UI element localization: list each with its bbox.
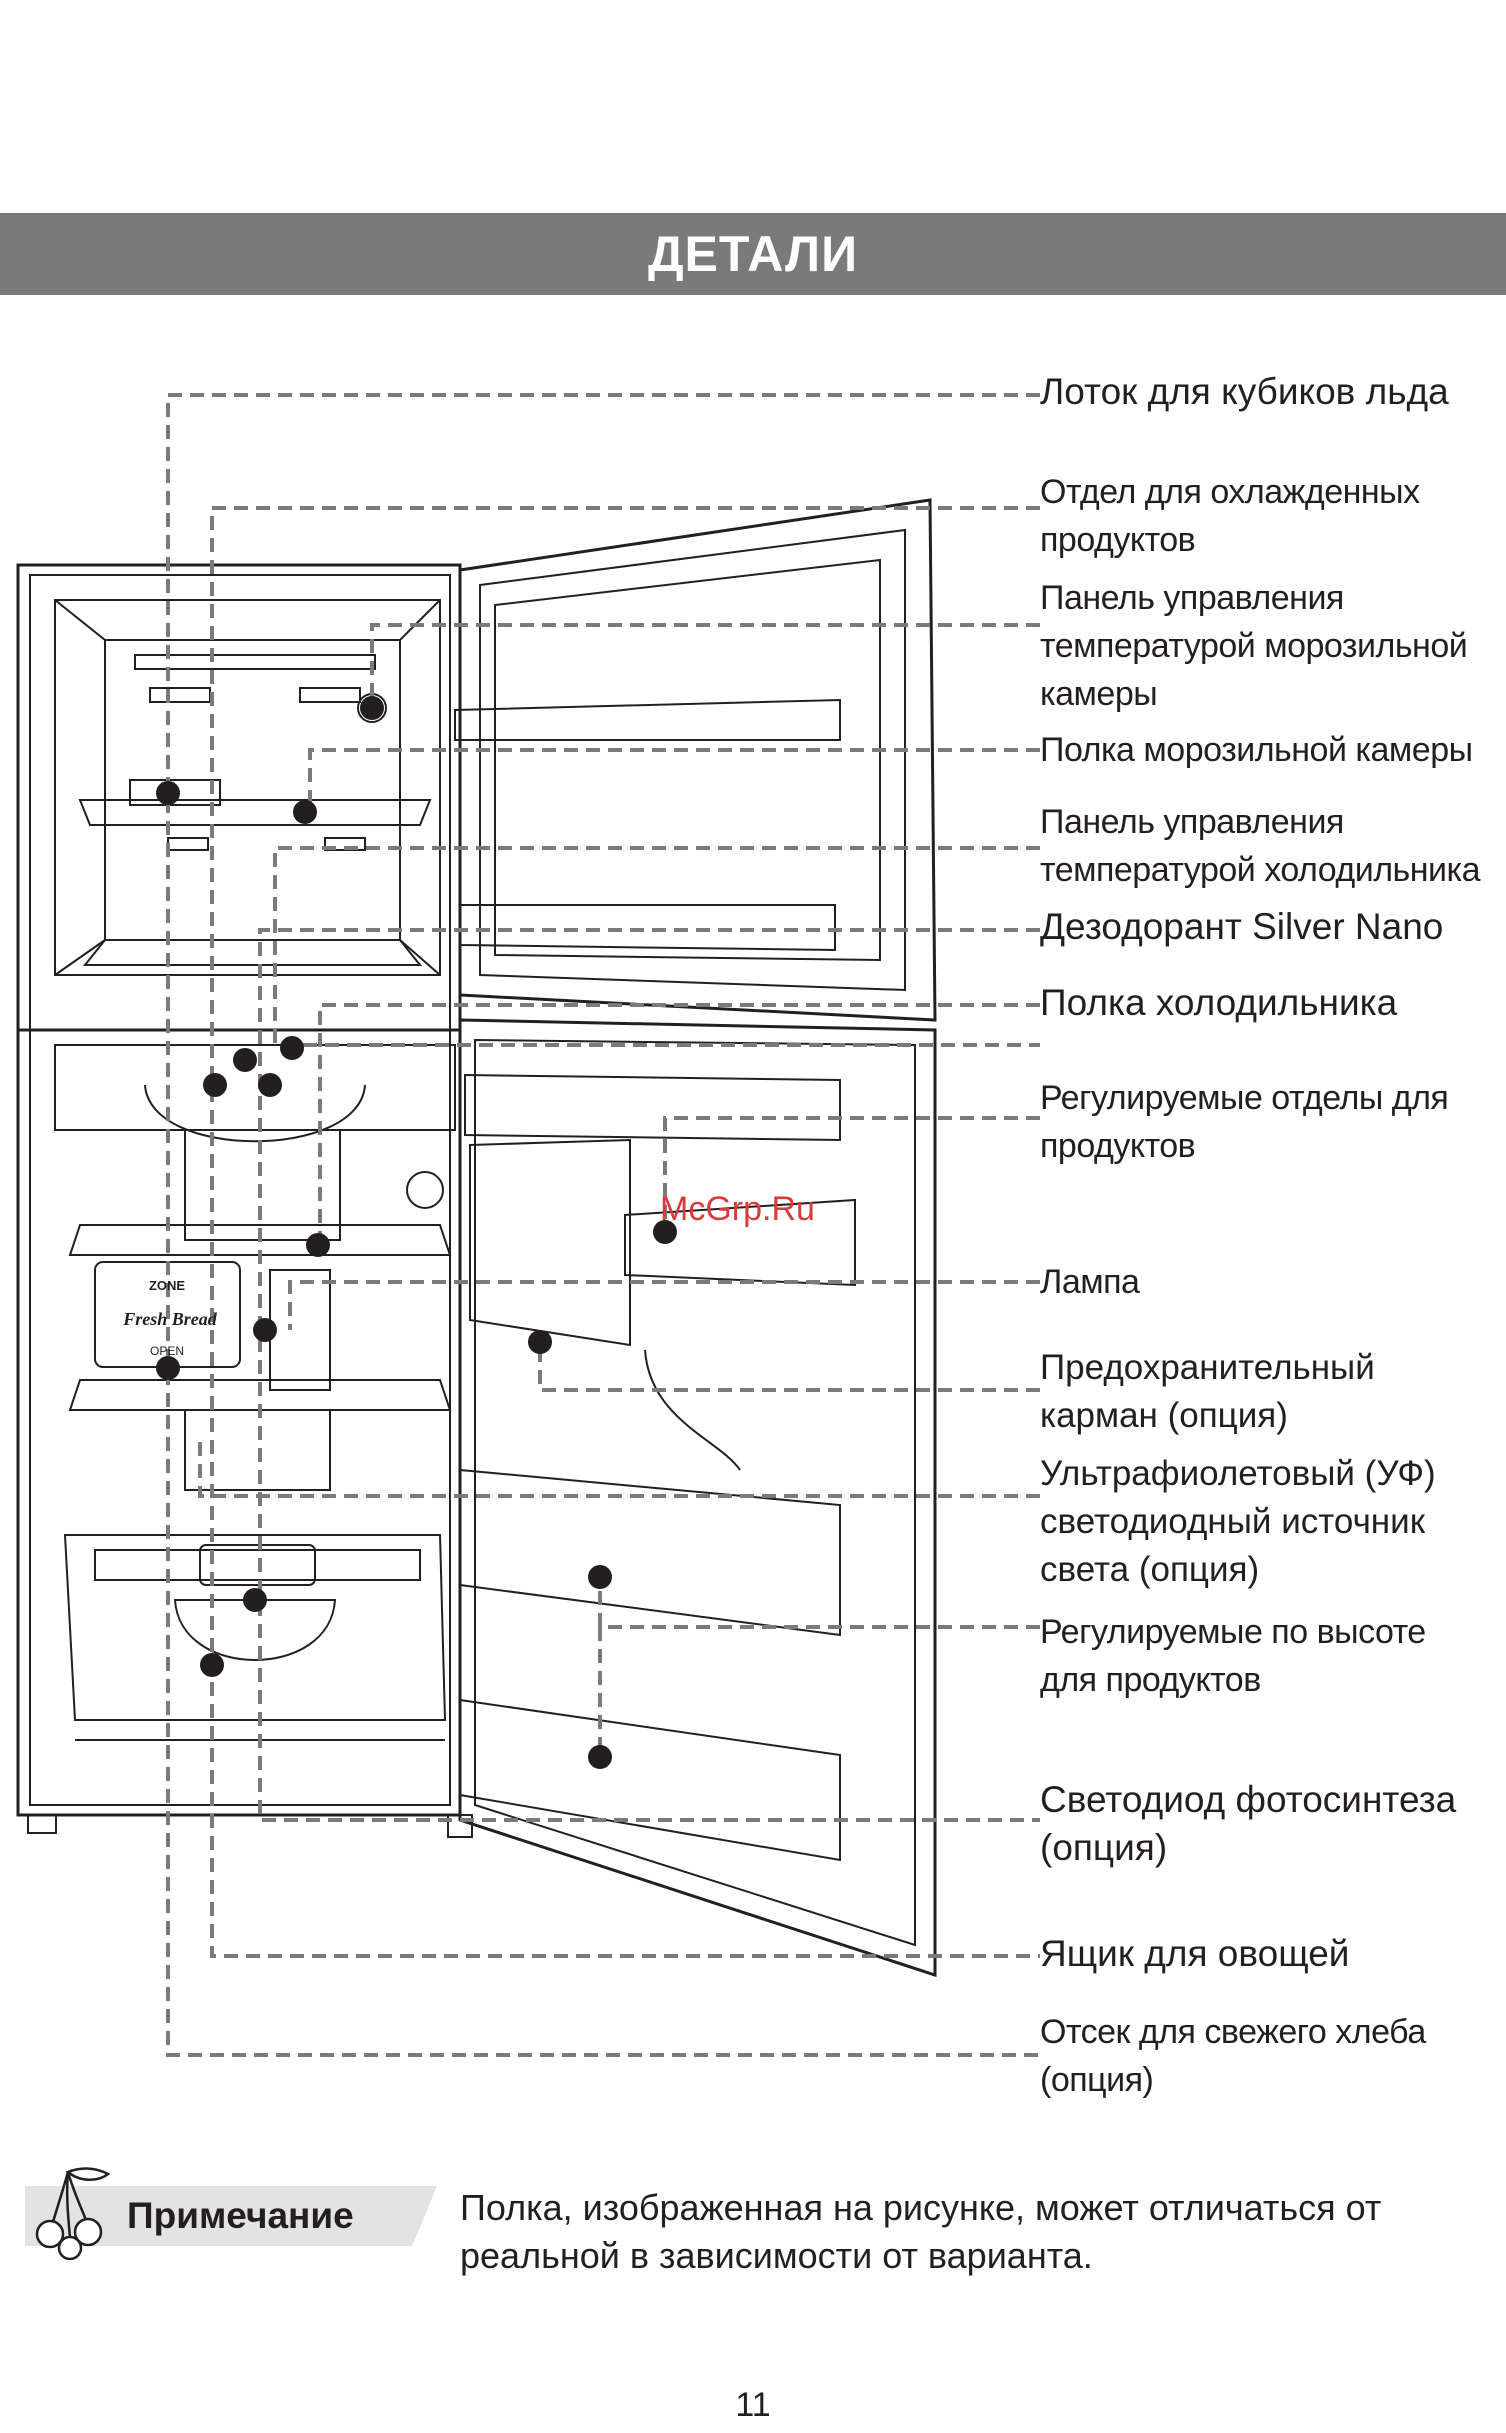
note-text: Полка, изображенная на рисунке, может от… xyxy=(460,2187,1382,2276)
cherry-icon xyxy=(35,2167,111,2260)
page-number: 11 xyxy=(735,2386,771,2424)
watermark: McGrp.Ru xyxy=(660,1190,815,1228)
label-photosynthesis-led: Светодиод фотосинтеза(опция) xyxy=(1040,1779,1457,1868)
label-freezer-shelf: Полка морозильной камеры xyxy=(1040,731,1473,769)
bread-zone-open: OPEN xyxy=(150,1344,184,1358)
bread-zone-label: ZONE xyxy=(149,1278,185,1293)
label-deodorant: Дезодорант Silver Nano xyxy=(1040,906,1444,947)
label-ice-tray: Лоток для кубиков льда xyxy=(1040,371,1449,412)
label-lamp: Лампа xyxy=(1040,1263,1140,1301)
label-uv-led: Ультрафиолетовый (УФ)светодиодный источн… xyxy=(1040,1454,1436,1589)
label-bread-compartment: Отсек для свежего хлеба(опция) xyxy=(1040,2013,1426,2099)
label-vegetable-drawer: Ящик для овощей xyxy=(1040,1933,1350,1974)
bread-zone-title: Fresh Bread xyxy=(122,1309,218,1329)
note-title: Примечание xyxy=(127,2195,354,2236)
label-fridge-shelf: Полка холодильника xyxy=(1040,982,1398,1023)
note-block: Примечание Полка, изображенная на рисунк… xyxy=(20,2156,1490,2296)
refrigerator-diagram: ZONE Fresh Bread OPEN xyxy=(16,393,1040,2057)
page-title: ДЕТАЛИ xyxy=(0,213,1506,295)
